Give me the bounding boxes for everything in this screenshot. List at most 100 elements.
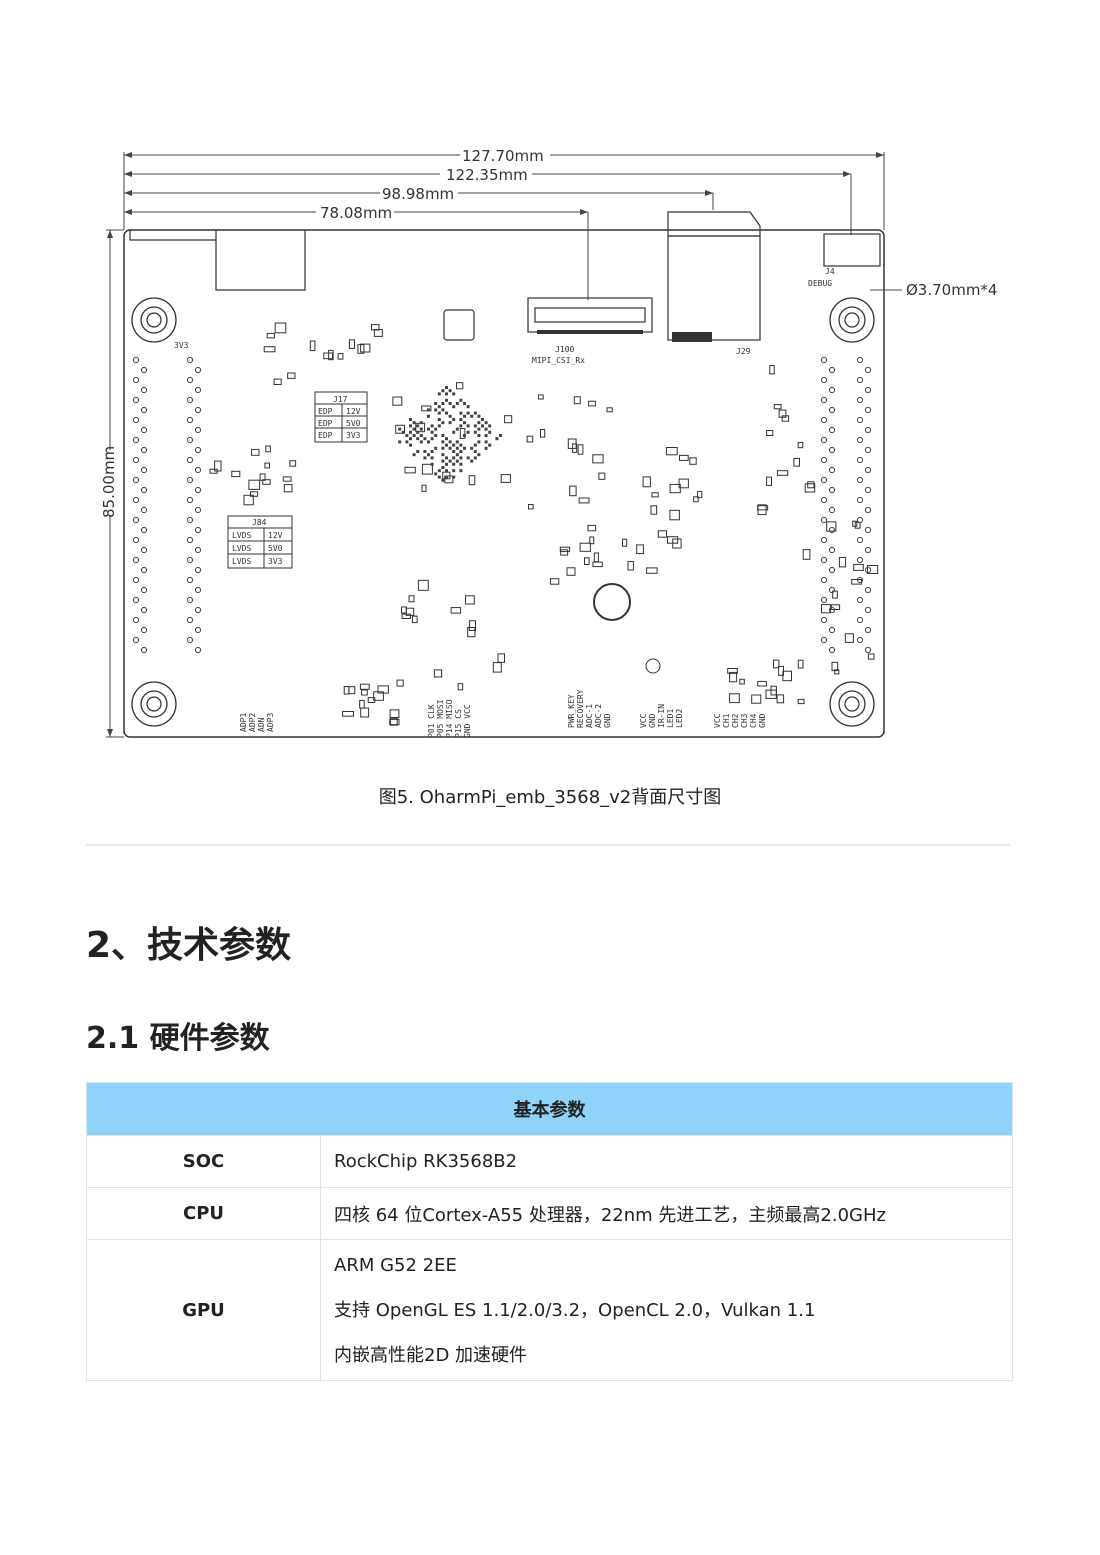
bga-pad [441, 459, 445, 463]
smd-component [504, 415, 513, 424]
bga-pad [430, 437, 434, 441]
smd-component [395, 424, 406, 434]
smd-component [579, 542, 591, 552]
bga-pad [445, 411, 448, 415]
smd-component [665, 447, 678, 456]
smd-component [367, 697, 376, 703]
smd-component [360, 707, 370, 718]
smd-component [587, 524, 597, 532]
header-pin [132, 356, 140, 364]
bga-pad [441, 446, 445, 450]
smd-component [729, 671, 738, 683]
bga-pad [459, 411, 463, 415]
bga-pad [470, 446, 474, 450]
smd-component [832, 590, 838, 599]
label-j17: J17 [333, 395, 348, 404]
smd-component [776, 694, 785, 704]
row-label: GPU [86, 1239, 321, 1381]
bga-pad [463, 446, 466, 450]
dim-127-70: 127.70mm [462, 147, 544, 165]
bga-pad [477, 453, 481, 457]
j17-edp-1: EDP [318, 407, 333, 416]
bga-pad [412, 427, 416, 431]
smd-component [577, 444, 584, 455]
header-pin [186, 636, 194, 644]
bga-pad [455, 446, 459, 450]
header-pin [186, 356, 194, 364]
smd-component [672, 538, 682, 549]
header-pin [856, 596, 864, 604]
pad-array [398, 386, 502, 482]
smd-component [373, 691, 384, 701]
label-debug: DEBUG [808, 279, 832, 288]
smd-component [250, 491, 259, 497]
header-pin [194, 446, 202, 454]
smd-component [361, 689, 368, 696]
bga-pad [452, 443, 456, 447]
j84-lvds-3: LVDS [232, 557, 251, 566]
smd-component [209, 468, 218, 474]
smd-component [765, 689, 777, 699]
header-pin [186, 436, 194, 444]
bga-pad [477, 427, 481, 431]
smd-component [807, 481, 815, 489]
smd-component [560, 549, 569, 556]
smd-component [693, 496, 699, 503]
j84-lvds-1: LVDS [232, 531, 251, 540]
smd-component [573, 396, 581, 405]
smd-component [584, 557, 590, 565]
bga-pad [459, 456, 463, 460]
bga-pad [481, 418, 484, 421]
mounting-holes [131, 297, 875, 727]
row-label: SOC [86, 1135, 321, 1188]
header-pin [140, 546, 148, 554]
header-pin [820, 356, 828, 364]
header-pin [140, 486, 148, 494]
header-pin [820, 396, 828, 404]
header-pin [828, 546, 836, 554]
smd-component [821, 604, 831, 614]
j84-5v0: 5V0 [268, 544, 283, 553]
smd-component [359, 683, 370, 690]
header-pin [864, 486, 872, 494]
bga-pad [441, 466, 445, 469]
bga-pad [430, 430, 434, 434]
header-pin [194, 386, 202, 394]
bga-pad [416, 430, 420, 434]
smd-component [456, 382, 464, 390]
smd-component [500, 474, 511, 483]
header-pin [132, 596, 140, 604]
header-pin [186, 596, 194, 604]
bga-pad [459, 450, 463, 453]
pin-label: GND [603, 713, 612, 728]
pb-free-mark [593, 583, 631, 621]
bga-pad [452, 405, 456, 409]
label-3v3: 3V3 [174, 341, 189, 350]
header-pin [856, 356, 864, 364]
header-pin [194, 606, 202, 614]
pin-label: CH1 [722, 713, 731, 728]
smd-component [323, 352, 334, 360]
board-diagram: 127.70mm 122.35mm 98.98mm 78.08mm 85.00m… [100, 147, 997, 738]
subsection-heading: 2.1 硬件参数 [86, 1021, 270, 1056]
bga-pad [455, 427, 459, 431]
bga-pad [477, 434, 481, 437]
smd-component [459, 428, 466, 439]
smd-component [342, 711, 355, 717]
smd-component [776, 470, 789, 476]
gpu-line: ARM G52 2EE [334, 1254, 457, 1276]
header-pin [140, 386, 148, 394]
row-value: ARM G52 2EE 支持 OpenGL ES 1.1/2.0/3.2，Ope… [320, 1239, 1013, 1381]
bga-pad [441, 421, 445, 425]
pin-label: GND [758, 713, 767, 728]
bga-pad [459, 462, 463, 466]
row-label: CPU [86, 1187, 321, 1240]
row-value: RockChip RK3568B2 [320, 1135, 1013, 1188]
header-pin [186, 556, 194, 564]
top-connector-pins [537, 330, 712, 342]
bga-pad [452, 456, 456, 460]
bga-pad [419, 440, 423, 444]
bga-pad [419, 421, 423, 425]
header-pin [132, 436, 140, 444]
